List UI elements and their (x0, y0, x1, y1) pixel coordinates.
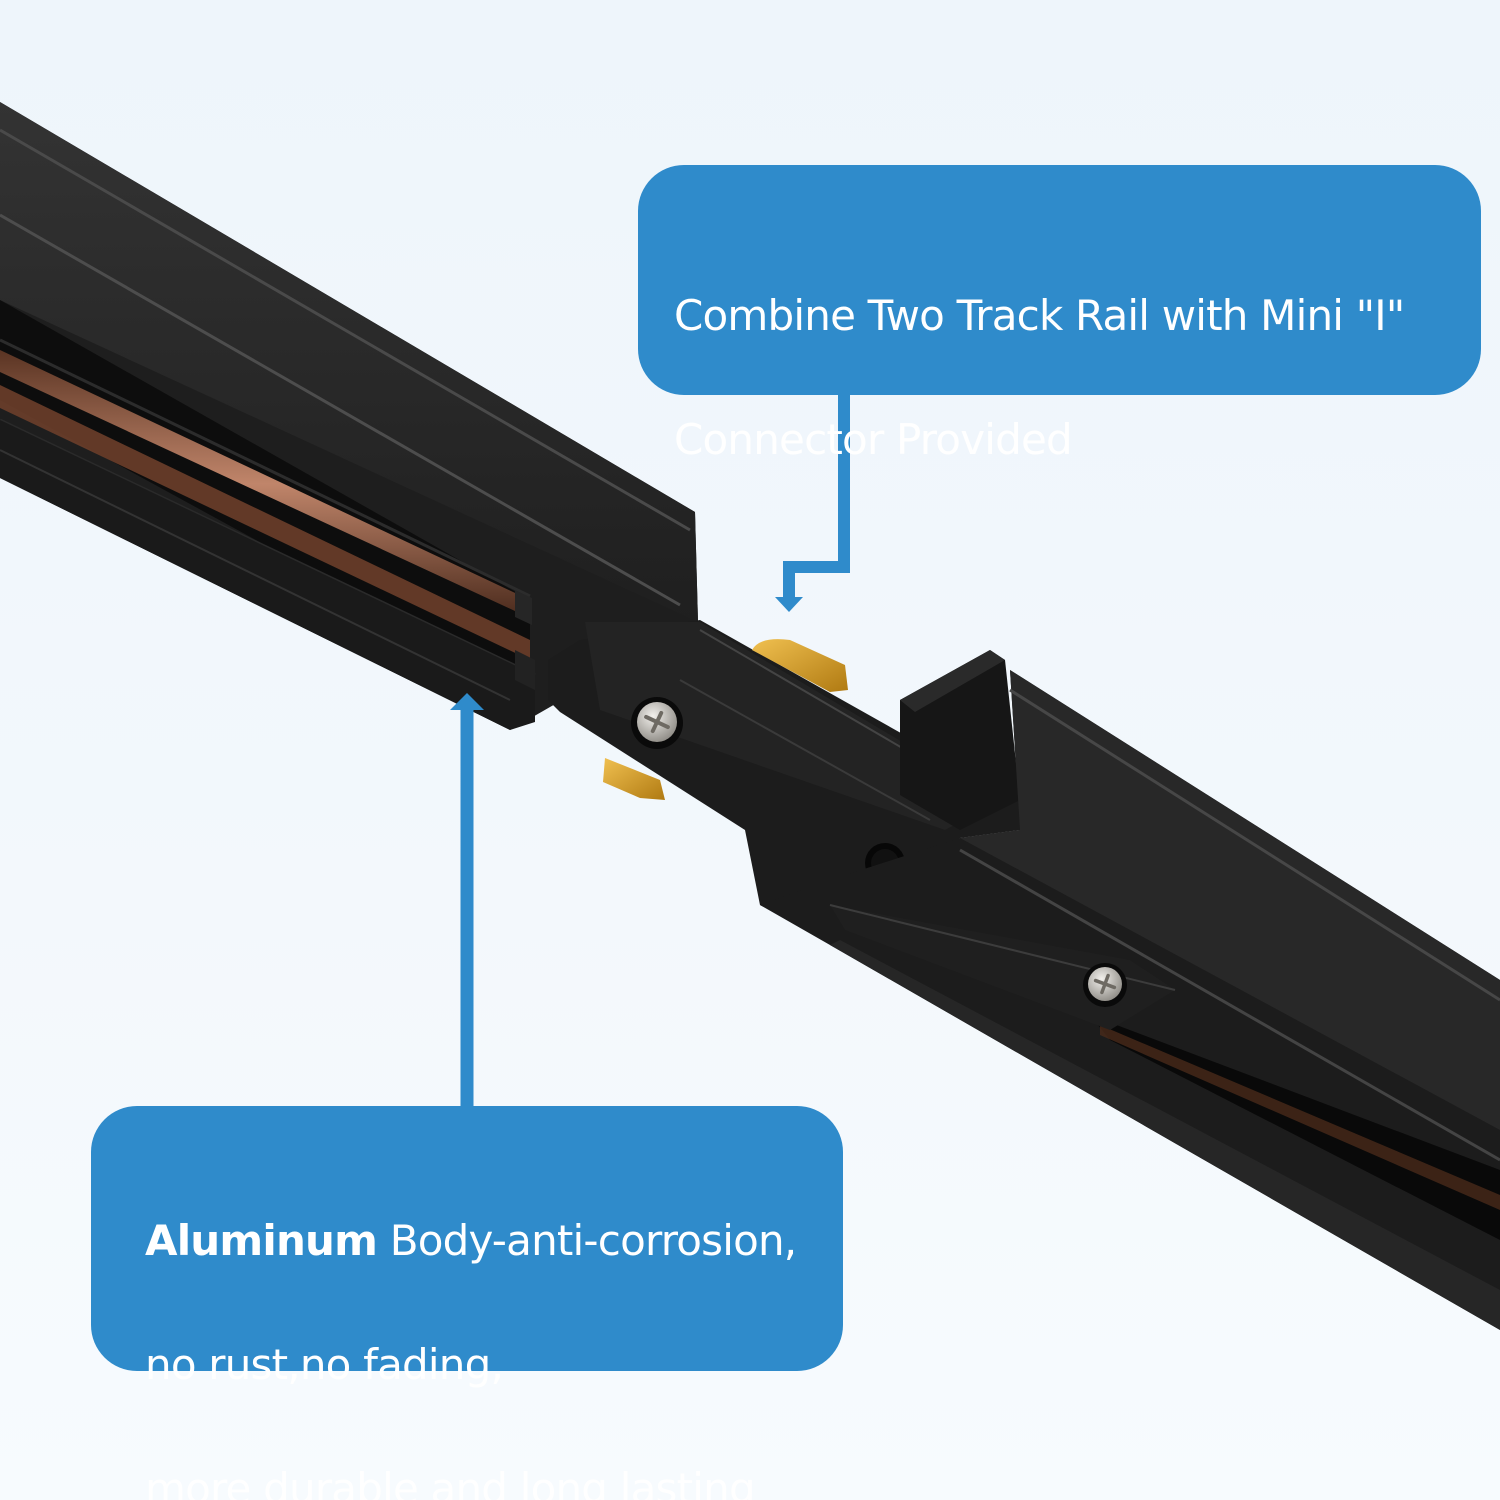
i-connector (548, 620, 1020, 935)
material-highlight: Aluminum (145, 1216, 378, 1265)
connector-callout-text: Combine Two Track Rail with Mini "I" Con… (674, 223, 1461, 533)
material-callout: Aluminum Body-anti-corrosion, no rust,no… (91, 1106, 843, 1500)
left-track-rail (0, 102, 698, 730)
connector-callout-line1: Combine Two Track Rail with Mini "I" (674, 291, 1405, 340)
material-callout-line3: more durable and long lasting (145, 1464, 756, 1500)
brass-contact-bottom (603, 758, 665, 800)
material-callout-line1-rest: Body-anti-corrosion, (377, 1216, 797, 1265)
right-track-rail (760, 670, 1500, 1330)
material-callout-line2: no rust,no fading, (145, 1340, 504, 1389)
brass-contact-top (752, 639, 848, 692)
connector-callout-line2: Connector Provided (674, 415, 1073, 464)
connector-callout: Combine Two Track Rail with Mini "I" Con… (638, 165, 1481, 464)
material-callout-line1: Aluminum Body-anti-corrosion, (145, 1210, 823, 1272)
material-callout-text: Aluminum Body-anti-corrosion, no rust,no… (145, 1148, 823, 1500)
